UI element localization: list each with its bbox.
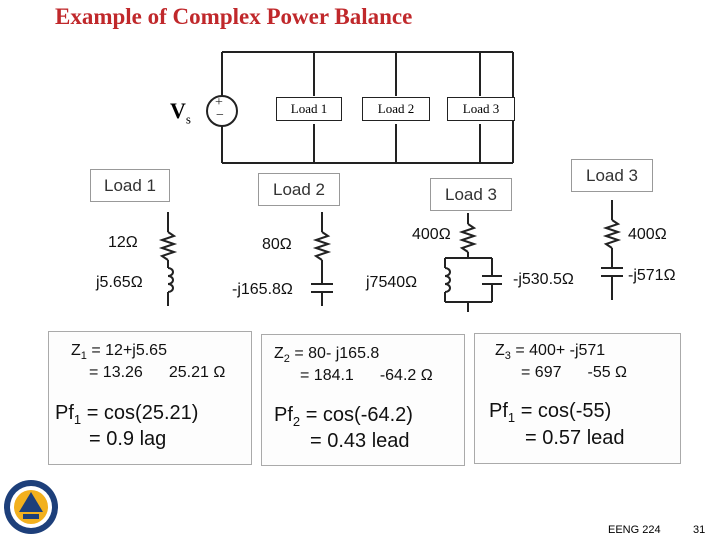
slide-title: Example of Complex Power Balance (55, 4, 413, 29)
load2-resistance: 80Ω (262, 236, 292, 253)
load3a-resistance: 400Ω (412, 226, 451, 243)
pf3-result: = 0.57 lead (525, 427, 625, 449)
plus-sign: + (215, 95, 223, 110)
load3b-capacitance: -j571Ω (628, 267, 676, 284)
z3-equation: Z3 = 400+ -j571 (495, 342, 606, 363)
resistor-icon (458, 223, 478, 253)
load-3-header: Load 3 (430, 178, 512, 211)
impedance-panel-2: Z2 = 80- j165.8 = 184.1-64.2 Ω Pf2 = cos… (261, 334, 465, 466)
university-logo-icon (4, 480, 58, 534)
pf1-equation: Pf1 = cos(25.21) (55, 402, 199, 427)
load-1-header: Load 1 (90, 169, 170, 202)
load-2-header: Load 2 (258, 173, 340, 206)
circuit-load-2: Load 2 (362, 97, 430, 121)
source-label: Vs (170, 98, 191, 127)
inductor-icon (167, 267, 174, 293)
z3-polar: = 697-55 Ω (521, 364, 628, 381)
pf2-result: = 0.43 lead (310, 430, 410, 452)
z2-polar: = 184.1-64.2 Ω (300, 367, 433, 384)
minus-sign: − (216, 108, 224, 123)
z1-equation: Z1 = 12+j5.65 (71, 342, 167, 363)
load2-reactance: -j165.8Ω (232, 281, 293, 298)
load3b-resistance: 400Ω (628, 226, 667, 243)
course-code: EENG 224 (608, 524, 661, 536)
resistor-icon (312, 231, 332, 261)
z2-equation: Z2 = 80- j165.8 (274, 345, 380, 366)
load-3-alt-header: Load 3 (571, 159, 653, 192)
load1-resistance: 12Ω (108, 234, 138, 251)
load3a-capacitance: -j530.5Ω (513, 271, 574, 288)
inductor-icon (444, 267, 451, 293)
circuit-load-1: Load 1 (276, 97, 342, 121)
voltage-source-icon (206, 95, 238, 127)
pf1-result: = 0.9 lag (89, 428, 167, 450)
load3a-inductance: j7540Ω (366, 274, 418, 291)
load1-reactance: j5.65Ω (96, 274, 143, 291)
resistor-icon (158, 231, 178, 261)
pf3-equation: Pf1 = cos(-55) (489, 400, 612, 425)
circuit-load-3: Load 3 (447, 97, 515, 121)
resistor-icon (602, 219, 622, 249)
impedance-panel-3: Z3 = 400+ -j571 = 697-55 Ω Pf1 = cos(-55… (474, 333, 681, 464)
page-number: 31 (693, 524, 706, 536)
pf2-equation: Pf2 = cos(-64.2) (274, 404, 413, 429)
